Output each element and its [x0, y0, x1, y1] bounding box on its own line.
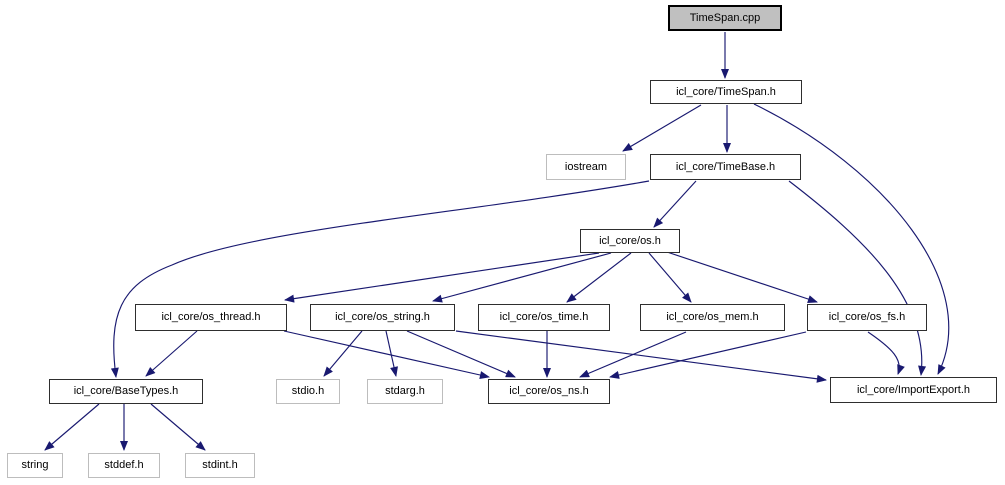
- edge-timespan_h-to-iostream: [622, 104, 702, 152]
- node-iostream: iostream: [546, 154, 626, 180]
- node-basetypes_h[interactable]: icl_core/BaseTypes.h: [49, 379, 203, 404]
- edge-basetypes_h-to-stdint_h: [150, 403, 206, 451]
- node-timespan_h[interactable]: icl_core/TimeSpan.h: [650, 80, 802, 104]
- edge-timebase_h-to-importexport_h: [788, 180, 927, 376]
- node-label: icl_core/ImportExport.h: [856, 383, 971, 396]
- node-label: stdio.h: [291, 385, 325, 397]
- node-label: icl_core/os_thread.h: [161, 311, 261, 323]
- node-stddef_h: stddef.h: [88, 453, 160, 478]
- edge-os_string_h-to-os_ns_h: [406, 330, 516, 378]
- edge-os_h-to-os_string_h: [432, 252, 612, 303]
- node-label: icl_core/os_string.h: [335, 311, 430, 323]
- node-label: icl_core/BaseTypes.h: [73, 385, 179, 397]
- node-os_fs_h[interactable]: icl_core/os_fs.h: [807, 304, 927, 331]
- edge-timebase_h-to-os_h: [653, 180, 697, 228]
- node-os_h[interactable]: icl_core/os.h: [580, 229, 680, 253]
- edge-os_h-to-os_fs_h: [666, 251, 818, 303]
- node-label: icl_core/os_mem.h: [666, 311, 759, 323]
- node-timespan_cpp: TimeSpan.cpp: [668, 5, 782, 31]
- edge-os_thread_h-to-os_ns_h: [283, 330, 490, 379]
- edge-os_h-to-os_mem_h: [648, 252, 692, 303]
- edge-os_mem_h-to-os_ns_h: [579, 331, 687, 378]
- edge-os_h-to-os_time_h: [566, 252, 632, 303]
- node-os_time_h[interactable]: icl_core/os_time.h: [478, 304, 610, 331]
- node-label: icl_core/TimeSpan.h: [676, 85, 776, 98]
- edge-os_string_h-to-stdio_h: [323, 330, 363, 377]
- edge-os_fs_h-to-importexport_h: [867, 331, 905, 375]
- edge-os_string_h-to-stdarg_h: [385, 330, 398, 377]
- node-label: string: [21, 459, 49, 471]
- node-label: stddef.h: [104, 459, 144, 471]
- node-timebase_h[interactable]: icl_core/TimeBase.h: [650, 154, 801, 180]
- edge-timebase_h-to-basetypes_h: [110, 180, 650, 378]
- node-os_string_h[interactable]: icl_core/os_string.h: [310, 304, 455, 331]
- node-label: stdint.h: [202, 459, 238, 471]
- edge-os_thread_h-to-basetypes_h: [145, 330, 198, 377]
- edge-os_string_h-to-importexport_h: [455, 330, 827, 383]
- node-label: TimeSpan.cpp: [689, 11, 761, 24]
- node-stdio_h: stdio.h: [276, 379, 340, 404]
- node-stdarg_h: stdarg.h: [367, 379, 443, 404]
- node-label: icl_core/os_ns.h: [509, 385, 589, 397]
- node-string: string: [7, 453, 63, 478]
- edge-timespan_h-to-importexport_h: [753, 103, 950, 375]
- node-label: iostream: [564, 160, 608, 173]
- node-label: icl_core/TimeBase.h: [675, 160, 776, 173]
- edge-basetypes_h-to-string: [44, 403, 100, 451]
- node-stdint_h: stdint.h: [185, 453, 255, 478]
- node-importexport_h[interactable]: icl_core/ImportExport.h: [830, 377, 997, 403]
- node-label: icl_core/os.h: [599, 234, 661, 247]
- edge-os_h-to-os_thread_h: [284, 252, 600, 303]
- edge-os_fs_h-to-os_ns_h: [609, 331, 807, 379]
- node-os_mem_h[interactable]: icl_core/os_mem.h: [640, 304, 785, 331]
- node-os_ns_h[interactable]: icl_core/os_ns.h: [488, 379, 610, 404]
- node-label: icl_core/os_time.h: [499, 311, 589, 323]
- node-label: icl_core/os_fs.h: [828, 311, 906, 323]
- node-os_thread_h[interactable]: icl_core/os_thread.h: [135, 304, 287, 331]
- node-label: stdarg.h: [385, 385, 425, 397]
